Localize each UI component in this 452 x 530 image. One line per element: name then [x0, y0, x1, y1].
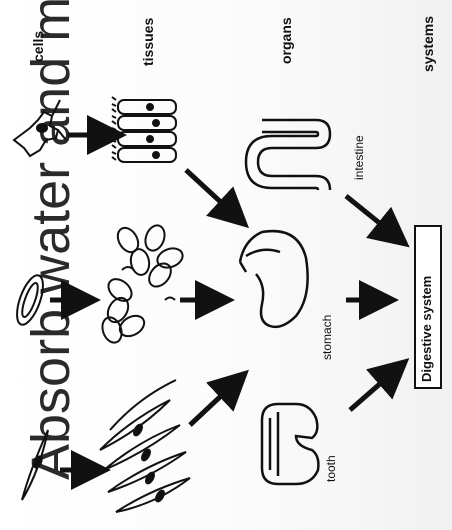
intestine-icon — [246, 120, 330, 190]
arrow-tissue-to-organ-1 — [186, 170, 238, 218]
level-label-organs: organs — [278, 17, 294, 64]
organ-label-intestine: intestine — [352, 135, 366, 180]
arrow-organ-to-system-3 — [350, 368, 398, 410]
tooth-icon — [262, 404, 318, 484]
muscle-cell-icon — [22, 430, 48, 500]
level-label-tissues: tissues — [140, 18, 156, 66]
system-box: Digestive system — [414, 225, 442, 389]
level-label-cells: cells — [30, 31, 46, 62]
nerve-cell-icon — [14, 100, 66, 156]
organ-label-stomach: stomach — [320, 315, 334, 360]
red-blood-cell-icon — [12, 272, 49, 328]
arrow-tissue-to-organ-3 — [190, 380, 238, 425]
level-label-systems: systems — [420, 16, 436, 72]
blood-tissue-icon — [99, 223, 185, 346]
epithelial-tissue-icon — [112, 97, 176, 162]
stomach-icon — [240, 231, 308, 327]
muscle-tissue-icon — [100, 380, 190, 512]
organ-label-tooth: tooth — [324, 455, 338, 482]
arrow-organ-to-system-1 — [346, 196, 398, 238]
system-label: Digestive system — [419, 276, 434, 382]
